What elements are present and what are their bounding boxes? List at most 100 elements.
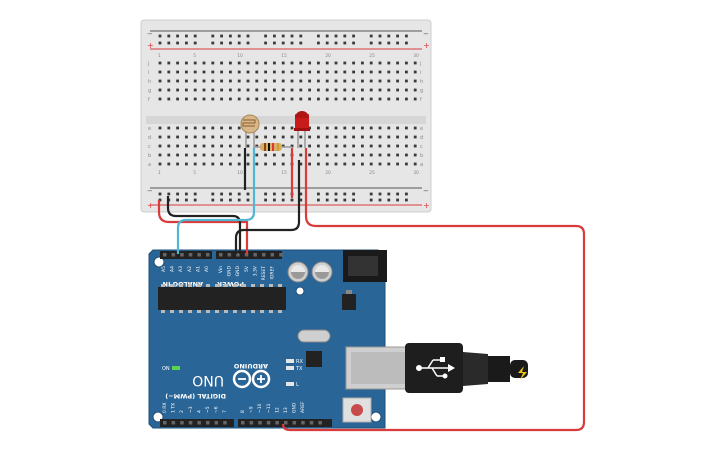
rail-hole[interactable] [299,192,303,196]
breadboard-hole[interactable] [255,88,259,92]
breadboard-hole[interactable] [158,61,162,65]
breadboard-hole[interactable] [185,153,188,157]
header-pin[interactable] [236,253,240,257]
breadboard-hole[interactable] [167,61,171,65]
header-pin[interactable] [266,421,271,425]
breadboard-hole[interactable] [405,162,408,166]
breadboard-hole[interactable] [167,88,171,92]
rail-hole[interactable] [246,34,250,38]
breadboard-hole[interactable] [220,135,223,139]
rail-hole[interactable] [369,198,373,202]
rail-hole[interactable] [405,34,408,38]
rail-hole[interactable] [405,198,408,202]
rail-hole[interactable] [264,192,267,196]
breadboard-hole[interactable] [343,144,347,148]
breadboard-hole[interactable] [237,162,241,166]
breadboard-hole[interactable] [211,97,215,101]
breadboard-hole[interactable] [325,61,329,65]
breadboard-hole[interactable] [343,135,347,139]
breadboard-hole[interactable] [158,126,162,130]
breadboard-hole[interactable] [387,135,391,139]
rail-hole[interactable] [343,198,347,202]
header-pin[interactable] [227,253,232,257]
breadboard[interactable]: jihgfjihgfedcbaedcba11551010151520202525… [140,19,432,213]
rail-hole[interactable] [281,41,285,45]
breadboard-hole[interactable] [255,97,259,101]
header-pin[interactable] [241,421,245,425]
breadboard-hole[interactable] [299,88,303,92]
rail-hole[interactable] [220,192,223,196]
header-pin[interactable] [197,253,201,257]
breadboard-hole[interactable] [202,88,206,92]
breadboard-hole[interactable] [343,97,347,101]
rail-hole[interactable] [211,198,215,202]
rail-hole[interactable] [378,198,382,202]
breadboard-hole[interactable] [185,61,188,65]
breadboard-hole[interactable] [343,153,347,157]
breadboard-hole[interactable] [396,79,399,83]
breadboard-hole[interactable] [167,97,171,101]
breadboard-hole[interactable] [352,135,355,139]
breadboard-hole[interactable] [396,126,399,130]
header-pin[interactable] [279,253,283,257]
breadboard-hole[interactable] [413,61,417,65]
breadboard-hole[interactable] [281,88,285,92]
breadboard-hole[interactable] [176,88,179,92]
breadboard-hole[interactable] [413,162,417,166]
rail-hole[interactable] [317,198,320,202]
breadboard-hole[interactable] [299,162,303,166]
header-pin[interactable] [258,421,262,425]
header-pin[interactable] [163,253,167,257]
breadboard-hole[interactable] [413,88,417,92]
breadboard-hole[interactable] [246,162,250,166]
breadboard-hole[interactable] [273,135,276,139]
breadboard-hole[interactable] [211,126,215,130]
breadboard-hole[interactable] [185,88,188,92]
breadboard-hole[interactable] [361,144,364,148]
breadboard-hole[interactable] [405,61,408,65]
rail-hole[interactable] [246,192,250,196]
breadboard-hole[interactable] [387,70,391,74]
breadboard-hole[interactable] [237,88,241,92]
breadboard-hole[interactable] [255,153,259,157]
breadboard-hole[interactable] [334,126,338,130]
breadboard-hole[interactable] [176,162,179,166]
breadboard-hole[interactable] [193,79,197,83]
rail-hole[interactable] [185,34,188,38]
breadboard-hole[interactable] [387,162,391,166]
breadboard-hole[interactable] [167,126,171,130]
rail-hole[interactable] [229,41,232,45]
breadboard-hole[interactable] [273,162,276,166]
breadboard-hole[interactable] [396,144,399,148]
breadboard-hole[interactable] [220,162,223,166]
breadboard-hole[interactable] [396,61,399,65]
breadboard-hole[interactable] [361,70,364,74]
breadboard-hole[interactable] [369,153,373,157]
breadboard-hole[interactable] [387,97,391,101]
breadboard-hole[interactable] [220,88,223,92]
rail-hole[interactable] [185,192,188,196]
breadboard-hole[interactable] [325,70,329,74]
breadboard-hole[interactable] [317,79,320,83]
breadboard-hole[interactable] [246,88,250,92]
breadboard-hole[interactable] [308,135,311,139]
breadboard-hole[interactable] [369,97,373,101]
breadboard-hole[interactable] [299,70,303,74]
red-wire-5v[interactable] [157,200,249,254]
breadboard-hole[interactable] [202,144,206,148]
breadboard-hole[interactable] [396,162,399,166]
resistor-icon[interactable] [254,143,292,151]
breadboard-hole[interactable] [264,61,267,65]
breadboard-hole[interactable] [405,97,408,101]
rail-hole[interactable] [158,192,162,196]
breadboard-hole[interactable] [246,70,250,74]
breadboard-hole[interactable] [361,126,364,130]
breadboard-hole[interactable] [352,126,355,130]
breadboard-hole[interactable] [246,135,250,139]
rail-hole[interactable] [176,192,179,196]
breadboard-hole[interactable] [369,88,373,92]
rail-hole[interactable] [405,192,408,196]
breadboard-hole[interactable] [378,144,382,148]
breadboard-hole[interactable] [290,126,294,130]
